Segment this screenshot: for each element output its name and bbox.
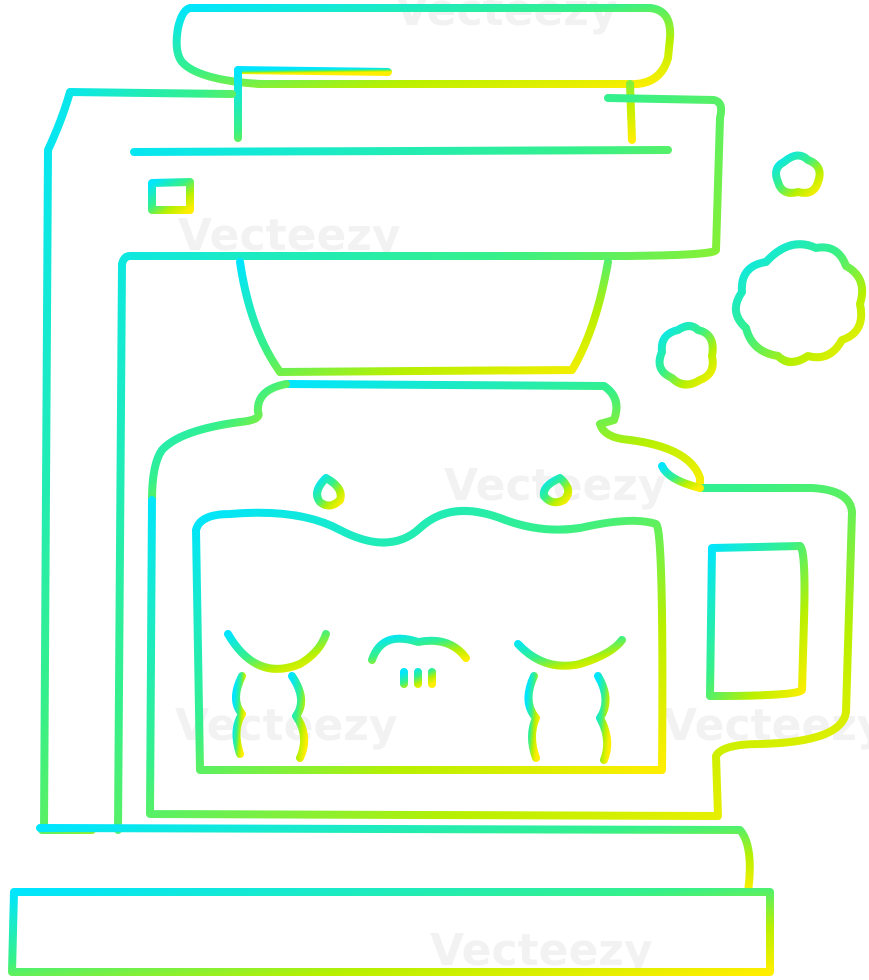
steam-puff-large	[732, 240, 867, 366]
left-tear-1	[232, 672, 246, 758]
carafe-body	[146, 484, 856, 820]
frown-mouth	[368, 634, 470, 664]
brew-arm	[114, 94, 726, 834]
carafe-handle-opening	[706, 542, 809, 700]
right-eye	[539, 474, 573, 507]
filter-basket	[236, 258, 612, 376]
watermark-text: Vecteezy	[430, 925, 653, 976]
right-tear-2	[594, 672, 612, 764]
lid-sides	[234, 66, 636, 144]
carafe-lid-left	[148, 380, 290, 504]
base-plate	[8, 888, 774, 976]
carafe-lid	[282, 380, 704, 492]
right-crying-eye	[514, 636, 626, 670]
left-tear-2	[288, 672, 309, 762]
watermark-text: Vecteezy	[175, 700, 398, 751]
coffee-liquid	[192, 506, 667, 774]
lid-underline	[234, 66, 392, 76]
lid-top	[172, 4, 675, 89]
left-crying-eye	[224, 630, 330, 673]
steam-puff-small-top	[772, 151, 824, 197]
indicator-light	[148, 178, 194, 214]
nose-dashes	[400, 668, 436, 688]
coffee-maker	[8, 4, 867, 976]
carafe-rim-line	[658, 462, 704, 492]
right-tear-1	[524, 672, 540, 762]
steam-puff-small-bottom	[655, 322, 717, 389]
left-eye	[313, 474, 345, 510]
base-step	[36, 824, 754, 896]
